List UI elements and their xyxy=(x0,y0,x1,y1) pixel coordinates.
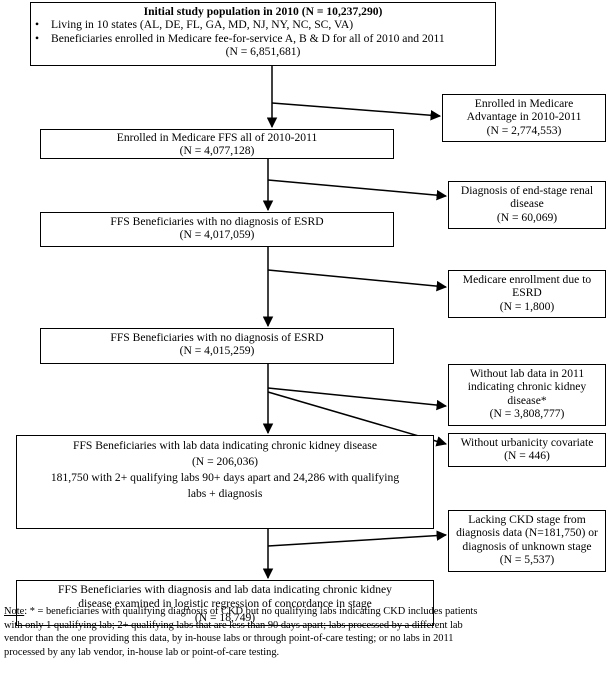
no-esrd-1-count: (N = 4,017,059) xyxy=(179,228,255,242)
exclusion-esrd-enrollment-box: Medicare enrollment due to ESRD (N = 1,8… xyxy=(448,270,606,318)
arrow-to-advantage xyxy=(271,102,442,121)
no-lab-label-1: Without lab data in 2011 xyxy=(469,367,585,380)
enrollment-bullet: Beneficiaries enrolled in Medicare fee-f… xyxy=(31,32,495,46)
esrd-enroll-label-2: ESRD xyxy=(512,286,542,300)
states-bullet: Living in 10 states (AL, DE, FL, GA, MD,… xyxy=(31,18,495,32)
arrow-to-no-lab xyxy=(267,387,448,411)
no-stage-label-2: diagnosis data (N=181,750) or xyxy=(456,526,598,540)
ckd-lab-detail-2: labs + diagnosis xyxy=(187,487,263,500)
esrd-enroll-label-1: Medicare enrollment due to xyxy=(462,273,592,286)
footnote: Note: * = beneficiaries with qualifying … xyxy=(4,605,594,659)
advantage-label-1: Enrolled in Medicare xyxy=(474,97,574,110)
note-line-2: with only 1 qualifying lab; 2+ qualifyin… xyxy=(4,619,463,631)
exclusion-no-urbanicity-box: Without urbanicity covariate (N = 446) xyxy=(448,433,606,467)
initial-population-count: (N = 6,851,681) xyxy=(225,45,301,59)
no-lab-count: (N = 3,808,777) xyxy=(489,407,565,421)
final-label-1: FFS Beneficiaries with diagnosis and lab… xyxy=(58,583,392,596)
arrow-to-no-stage xyxy=(267,530,448,547)
esrd-dx-label-1: Diagnosis of end-stage renal xyxy=(460,184,594,197)
exclusion-advantage-box: Enrolled in Medicare Advantage in 2010-2… xyxy=(442,94,606,142)
advantage-label-2: Advantage in 2010-2011 xyxy=(466,110,582,124)
exclusion-no-lab-box: Without lab data in 2011 indicating chro… xyxy=(448,364,606,426)
final-population-box: FFS Beneficiaries with diagnosis and lab… xyxy=(16,580,434,626)
no-stage-label-1: Lacking CKD stage from xyxy=(468,513,586,526)
arrow-to-esrd-dx xyxy=(267,179,448,201)
advantage-count: (N = 2,774,553) xyxy=(486,123,562,137)
note-line-1: * = beneficiaries with qualifying diagno… xyxy=(27,606,478,617)
ckd-lab-detail-1: 181,750 with 2+ qualifying labs 90+ days… xyxy=(50,471,400,484)
esrd-enroll-count: (N = 1,800) xyxy=(499,299,555,313)
ckd-lab-label: FFS Beneficiaries with lab data indicati… xyxy=(73,439,377,452)
final-count: (N = 18,749) xyxy=(194,611,256,624)
note-line-4: processed by any lab vendor, in-house la… xyxy=(4,646,280,658)
exclusion-no-stage-box: Lacking CKD stage from diagnosis data (N… xyxy=(448,510,606,572)
final-label-2: disease examined in logistic regression … xyxy=(78,597,372,610)
no-lab-label-3: disease* xyxy=(507,393,547,407)
exclusion-esrd-diagnosis-box: Diagnosis of end-stage renal disease (N … xyxy=(448,181,606,229)
note-label: Note xyxy=(4,606,25,617)
no-stage-count: (N = 5,537) xyxy=(499,553,555,567)
ffs-enrolled-box: Enrolled in Medicare FFS all of 2010-201… xyxy=(40,129,394,159)
ckd-lab-box: FFS Beneficiaries with lab data indicati… xyxy=(16,435,434,529)
initial-population-box: Initial study population in 2010 (N = 10… xyxy=(30,2,496,66)
esrd-dx-count: (N = 60,069) xyxy=(496,210,558,224)
note-colon: : xyxy=(24,606,28,617)
no-esrd-box-2: FFS Beneficiaries with no diagnosis of E… xyxy=(40,328,394,364)
no-esrd-2-count: (N = 4,015,259) xyxy=(179,344,255,358)
ffs-enrolled-label: Enrolled in Medicare FFS all of 2010-201… xyxy=(116,131,318,144)
no-urban-label: Without urbanicity covariate xyxy=(460,436,594,449)
no-esrd-1-label: FFS Beneficiaries with no diagnosis of E… xyxy=(110,215,324,228)
no-stage-label-3: diagnosis of unknown stage xyxy=(462,539,592,553)
note-line-3: vendor than the one providing this data,… xyxy=(4,633,454,645)
no-esrd-box-1: FFS Beneficiaries with no diagnosis of E… xyxy=(40,212,394,247)
ffs-enrolled-count: (N = 4,077,128) xyxy=(179,144,255,158)
esrd-dx-label-2: disease xyxy=(510,197,544,211)
no-urban-count: (N = 446) xyxy=(504,449,550,463)
initial-population-title: Initial study population in 2010 (N = 10… xyxy=(143,5,383,18)
no-esrd-2-label: FFS Beneficiaries with no diagnosis of E… xyxy=(110,331,324,344)
arrow-to-esrd-enroll xyxy=(267,269,448,292)
ckd-lab-count: (N = 206,036) xyxy=(191,455,259,468)
no-lab-label-2: indicating chronic kidney xyxy=(467,380,587,394)
